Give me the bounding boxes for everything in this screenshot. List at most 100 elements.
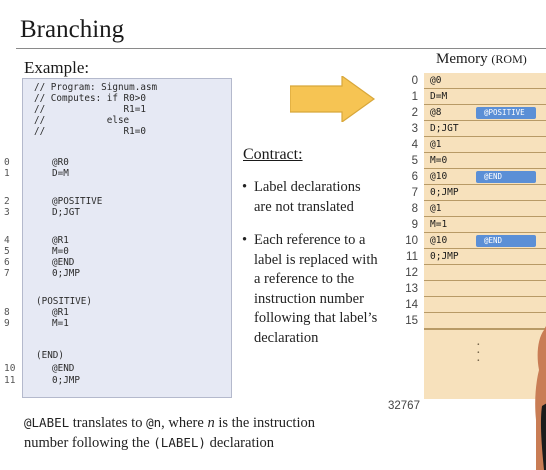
memory-label-badge: @POSITIVE [476,107,536,119]
contract-title: Contract: [243,146,303,163]
code-line-number: 8 [4,307,10,318]
memory-index: 5 [411,155,418,167]
bullet-icon: • [242,232,248,248]
code-listing-box [22,78,232,398]
code-line-number: 3 [4,207,10,218]
bullet-line: Each reference to a [254,232,366,248]
memory-instruction: D;JGT [430,123,459,134]
memory-instruction: @10 [430,235,448,246]
code-line-number: 10 [4,363,16,374]
memory-instruction: M=1 [430,219,448,230]
memory-row: @10 @END [424,169,546,185]
title-divider [16,48,546,49]
code-comment: // Program: Signum.asm [34,82,158,93]
footnote-line-2: number following the (LABEL) declaration [24,435,275,451]
memory-label-badge: @END [476,235,536,247]
memory-index: 4 [411,139,418,151]
presenter-silhouette [535,326,546,470]
code-line-number: 9 [4,318,10,329]
code-line: D;JGT [52,207,80,218]
memory-index: 9 [411,219,418,231]
memory-instruction: 0;JMP [430,251,459,262]
memory-instruction: 0;JMP [430,187,459,198]
memory-index: 14 [405,299,418,311]
memory-index: 1 [411,91,418,103]
code-line-number: 1 [4,168,10,179]
code-line: M=0 [52,246,69,257]
memory-row [424,313,546,329]
memory-label: Memory [436,51,488,67]
code-comment: // R1=0 [34,126,146,137]
memory-row [424,297,546,313]
bullet-text: Each reference to a label is replaced wit… [254,231,378,348]
memory-instruction: D=M [430,91,448,102]
bullet-text: Label declarations are not translated [254,178,361,217]
memory-row: D;JGT [424,121,546,137]
code-comment: // R1=1 [34,104,146,115]
memory-row: @8 @POSITIVE [424,105,546,121]
code-comment: // Computes: if R0>0 [34,93,146,104]
memory-index: 12 [405,267,418,279]
memory-row: @1 [424,137,546,153]
memory-row: @10 @END [424,233,546,249]
code-line-number: 6 [4,257,10,268]
code-line: @R1 [52,307,69,318]
bullet-icon: • [242,179,248,195]
code-line: @POSITIVE [52,196,103,207]
memory-index: 8 [411,203,418,215]
code-line: M=1 [52,318,69,329]
memory-row: 0;JMP [424,249,546,265]
memory-row: @0 [424,73,546,89]
code-line: @END [52,363,75,374]
code-line: (END) [36,350,64,361]
code-comment: // else [34,115,130,126]
bullet-line: a reference to the [254,271,355,287]
bullet-line: declaration [254,329,319,346]
ellipsis-icon: ··· [476,338,481,369]
memory-rom-label: (ROM) [491,52,527,66]
memory-index: 2 [411,107,418,119]
code-line: D=M [52,168,69,179]
bullet-line: are not translated [254,198,354,215]
code-line-number: 7 [4,268,10,279]
memory-row: 0;JMP [424,185,546,201]
code-line: 0;JMP [52,375,80,386]
slide-title: Branching [20,16,125,43]
code-line: @END [52,257,75,268]
memory-index: 6 [411,171,418,183]
memory-last-index: 32767 [388,400,420,412]
memory-index: 3 [411,123,418,135]
memory-label-badge: @END [476,171,536,183]
memory-index: 15 [405,315,418,327]
memory-instruction: @10 [430,171,448,182]
memory-instruction: @8 [430,107,442,118]
bullet-line: following that label’s [254,310,378,326]
bullet-line: instruction number [254,290,364,307]
footnote-line-1: @LABEL translates to @n, where n is the … [24,415,315,431]
right-arrow-icon [290,76,376,122]
code-line: (POSITIVE) [36,296,92,307]
code-line-number: 2 [4,196,10,207]
memory-row: D=M [424,89,546,105]
bullet-line: Label declarations [254,179,361,195]
code-line: @R0 [52,157,69,168]
memory-index: 13 [405,283,418,295]
code-line-number: 5 [4,246,10,257]
code-line-number: 0 [4,157,10,168]
memory-index: 7 [411,187,418,199]
memory-index: 0 [411,75,418,87]
memory-instruction: @0 [430,75,442,86]
code-line-number: 4 [4,235,10,246]
memory-instruction: M=0 [430,155,448,166]
bullet-line: label is replaced with [254,251,378,268]
memory-row: M=1 [424,217,546,233]
memory-index: 10 [405,235,418,247]
example-label: Example: [24,58,90,77]
code-line: 0;JMP [52,268,80,279]
memory-row [424,265,546,281]
memory-row: M=0 [424,153,546,169]
memory-instruction: @1 [430,139,442,150]
code-line: @R1 [52,235,69,246]
memory-gap: ··· [424,329,546,399]
code-line-number: 11 [4,375,16,386]
